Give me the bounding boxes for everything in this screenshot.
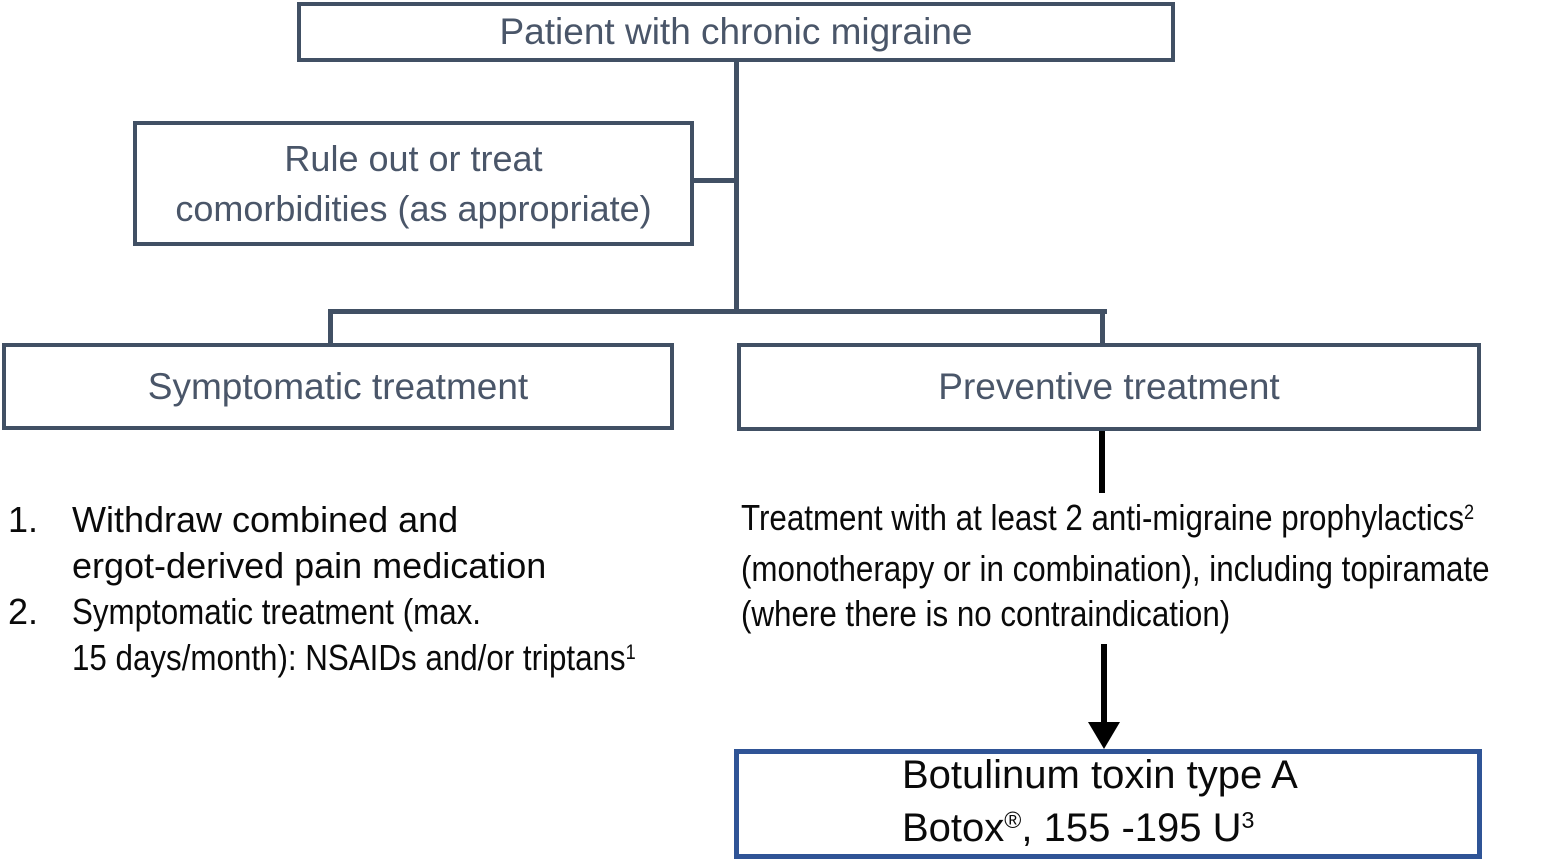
list-item-1: 1. Withdraw combined and ergot-derived p… <box>8 497 718 589</box>
botox-dose: , 155 -195 U <box>1021 805 1242 850</box>
node-comorbidities: Rule out or treat comorbidities (as appr… <box>133 121 694 246</box>
preventive-note-line1: Treatment with at least 2 anti-migraine … <box>741 497 1475 538</box>
list-item-2-text: Symptomatic treatment (max. 15 days/mont… <box>72 589 720 687</box>
list-item-2-number: 2. <box>8 591 39 632</box>
node-botulinum-toxin: Botulinum toxin type A Botox®, 155 -195 … <box>734 749 1482 859</box>
node-patient-chronic-migraine: Patient with chronic migraine <box>297 2 1175 62</box>
arrow-preventive-line <box>1101 644 1107 724</box>
node-preventive-label: Preventive treatment <box>938 366 1280 407</box>
node-symptomatic-label: Symptomatic treatment <box>147 365 529 407</box>
connector-patient-vertical <box>734 62 739 311</box>
botox-name: Botox <box>902 805 1005 850</box>
list-item-1-line1: Withdraw combined and <box>72 499 459 540</box>
symptomatic-steps-list: 1. Withdraw combined and ergot-derived p… <box>8 497 718 687</box>
connector-branch-right-drop <box>1100 309 1105 345</box>
node-patient-label: Patient with chronic migraine <box>499 11 973 52</box>
connector-comorbidities-horizontal <box>694 178 736 183</box>
node-botulinum-line1: Botulinum toxin type A <box>902 752 1298 797</box>
list-item-1-number: 1. <box>8 499 39 540</box>
list-item-1-text: Withdraw combined and ergot-derived pain… <box>72 497 546 589</box>
list-item-2-line1: Symptomatic treatment (max. <box>72 591 482 632</box>
node-comorbidities-line2: comorbidities (as appropriate) <box>175 187 652 229</box>
preventive-note: Treatment with at least 2 anti-migraine … <box>741 495 1545 636</box>
registered-trademark-icon: ® <box>1004 806 1022 833</box>
node-botulinum-line2: Botox®, 155 -195 U3 <box>902 802 1254 860</box>
list-item-2-line2: 15 days/month): NSAIDs and/or triptans1 <box>72 637 636 678</box>
connector-branch-left-drop <box>328 309 333 345</box>
node-symptomatic-treatment: Symptomatic treatment <box>2 343 674 430</box>
node-comorbidities-line1: Rule out or treat <box>284 137 543 179</box>
list-item-2: 2. Symptomatic treatment (max. 15 days/m… <box>8 589 718 687</box>
footnote-3-marker: 3 <box>1241 806 1255 833</box>
arrow-down-icon <box>1088 722 1120 749</box>
connector-preventive-upper <box>1099 431 1105 493</box>
footnote-2-marker: 2 <box>1463 500 1475 524</box>
list-item-1-line2: ergot-derived pain medication <box>72 545 547 586</box>
preventive-note-line3: (where there is no contraindication) <box>741 593 1231 634</box>
preventive-note-line2: (monotherapy or in combination), includi… <box>741 548 1490 589</box>
node-preventive-treatment: Preventive treatment <box>737 343 1481 431</box>
footnote-1-marker: 1 <box>625 640 636 664</box>
connector-branch-horizontal <box>328 309 1107 314</box>
